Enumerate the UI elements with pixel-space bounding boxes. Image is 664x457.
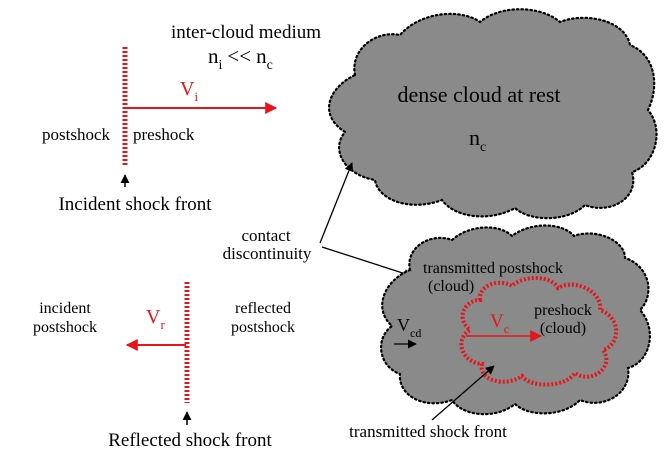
transmitted-cloud-shape (380, 224, 651, 416)
transmitted-postshock-line1: transmitted postshock (423, 260, 563, 277)
preshock-cloud-line2: (cloud) (540, 320, 586, 337)
postshock-label: postshock (42, 125, 111, 144)
reflected-postshock-line1: reflected (235, 300, 291, 317)
contact-label-line1: contact (241, 226, 290, 245)
transmitted-postshock-line2: (cloud) (428, 278, 474, 295)
contact-label-line2: discontinuity (223, 244, 312, 263)
preshock-label: preshock (133, 125, 195, 144)
preshock-cloud-line1: preshock (534, 302, 592, 319)
incident-caption: Incident shock front (58, 194, 212, 215)
dense-cloud-density: nc (469, 125, 486, 155)
contact-arrow-to-dense-cloud (319, 162, 354, 244)
dense-cloud-shape (327, 8, 658, 220)
incident-velocity-label: Vi (180, 78, 198, 104)
medium-title: inter-cloud medium (171, 22, 321, 43)
contact-arrow-to-transmitted-cloud (321, 246, 413, 278)
reflected-postshock-line2: postshock (231, 319, 295, 336)
density-relation: ni<<nc (208, 44, 273, 73)
transmitted-caption: transmitted shock front (349, 422, 507, 441)
contact-velocity-label: Vcd (397, 315, 421, 340)
cloud-velocity-label: Vc (490, 311, 509, 336)
reflected-caption: Reflected shock front (108, 430, 272, 451)
dense-cloud-title: dense cloud at rest (397, 82, 560, 107)
incident-postshock-line1: incident (39, 300, 91, 317)
transmitted-shock-pointer (431, 365, 495, 421)
reflected-velocity-label: Vr (146, 306, 165, 332)
incident-postshock-line2: postshock (33, 319, 97, 336)
